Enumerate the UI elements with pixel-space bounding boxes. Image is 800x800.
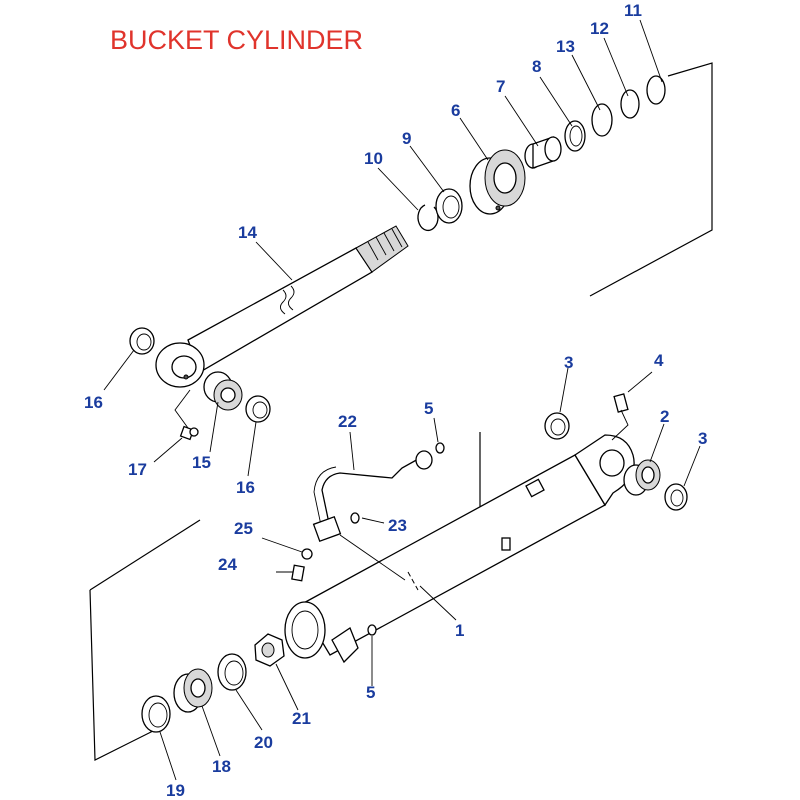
callout-4: 4 [654,351,664,370]
o-ring-5-upper [435,442,445,454]
callout-1: 1 [455,621,464,640]
callout-5-lower: 5 [366,683,375,702]
ring-13 [591,103,613,137]
callout-16-upper: 16 [84,393,103,412]
callout-22: 22 [338,412,357,431]
callout-2: 2 [660,407,669,426]
ring-9 [435,188,463,224]
callout-23: 23 [388,516,407,535]
nut-21 [254,633,285,667]
piston-6 [469,149,526,215]
bolt-24 [276,564,305,582]
ring-12 [620,89,640,119]
dust-seal-3-top [544,412,570,440]
grease-fitting-17 [174,389,199,441]
callout-15: 15 [192,453,211,472]
callout-19: 19 [166,781,185,800]
dust-seal-3-right [664,483,688,511]
piston-rod [155,225,409,388]
piston-18 [173,668,213,713]
dust-seal-16-upper [129,327,155,355]
bushing-7 [524,136,562,169]
callout-13: 13 [556,37,575,56]
callout-21: 21 [292,709,311,728]
o-ring-5-lower [367,624,377,636]
callout-12: 12 [590,19,609,38]
pipe-22 [312,450,433,581]
ring-8 [564,120,586,152]
callout-24: 24 [218,555,237,574]
callout-9: 9 [402,129,411,148]
o-ring-23 [350,512,360,524]
callout-numbers: 11 12 13 8 7 6 9 10 14 16 17 15 16 22 5 … [84,1,707,800]
ring-19 [141,695,171,733]
grease-fitting-4 [611,393,629,441]
callout-5-upper: 5 [424,399,433,418]
ring-11 [646,75,666,105]
ring-20 [217,653,247,691]
callout-7: 7 [496,77,505,96]
cylinder-tube [284,434,635,664]
callout-10: 10 [364,149,383,168]
dust-seal-16-lower [245,395,271,423]
callout-11: 11 [624,1,642,20]
callout-25: 25 [234,519,253,538]
callout-20: 20 [254,733,273,752]
snap-ring-10 [417,204,439,232]
callout-16-lower: 16 [236,478,255,497]
callout-3-right: 3 [698,429,707,448]
bushing-15 [203,371,243,411]
callout-17: 17 [128,460,147,479]
bushing-2 [623,459,661,496]
callout-14: 14 [238,223,257,242]
leader-lines [103,19,701,781]
callout-3-top: 3 [564,353,573,372]
diagram-title: BUCKET CYLINDER [110,25,363,55]
callout-6: 6 [451,101,460,120]
callout-18: 18 [212,757,231,776]
washer-25 [301,548,313,560]
callout-8: 8 [532,57,541,76]
